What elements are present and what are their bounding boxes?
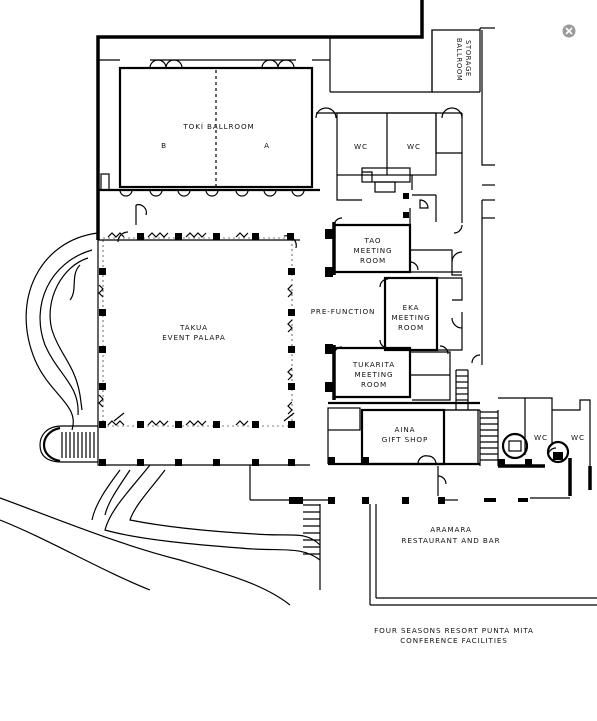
wc-block-east [498, 397, 592, 499]
pool [25, 232, 99, 463]
ballroom [98, 59, 330, 225]
wc-label-1: WC [354, 142, 368, 151]
terrace [249, 465, 597, 606]
garden-paths [0, 464, 321, 606]
wc-block-top [315, 107, 463, 223]
wc-label-2: WC [407, 142, 421, 151]
tao-label-3: ROOM [360, 256, 386, 265]
aramara-label-2: RESTAURANT AND BAR [402, 536, 501, 545]
meeting-rooms [325, 208, 481, 401]
wc-label-3: WC [534, 433, 548, 442]
takua-label-1: TAKUA [179, 323, 208, 332]
tao-label-2: MEETING [353, 246, 392, 255]
caption-line-2: CONFERENCE FACILITIES [400, 636, 508, 645]
caption-line-1: FOUR SEASONS RESORT PUNTA MITA [374, 626, 534, 635]
ballroom-section-a-label: A [264, 141, 270, 150]
pre-function-label: PRE-FUNCTION [311, 307, 376, 316]
tao-label-1: TAO [364, 236, 382, 245]
ballroom-label: TOKÍ BALLROOM [182, 122, 254, 131]
outer-walls [96, 0, 495, 365]
room-labels: TOKÍ BALLROOM B A WC WC BALLROOM STORAGE… [161, 38, 585, 545]
close-button[interactable] [562, 24, 576, 38]
tukarita-label-2: MEETING [354, 370, 393, 379]
eka-label-3: ROOM [398, 323, 424, 332]
aina-label-1: AINA [395, 425, 416, 434]
takua-event-palapa [97, 231, 310, 466]
tukarita-label-1: TUKARITA [352, 360, 395, 369]
gift-shop-area [327, 369, 499, 496]
wc-label-4: WC [571, 433, 585, 442]
aramara-label-1: ARAMARA [430, 525, 472, 534]
aina-label-2: GIFT SHOP [382, 435, 428, 444]
eka-label-1: EKA [403, 303, 420, 312]
eka-label-2: MEETING [391, 313, 430, 322]
tukarita-label-3: ROOM [361, 380, 387, 389]
takua-label-2: EVENT PALAPA [162, 333, 226, 342]
caption: FOUR SEASONS RESORT PUNTA MITA CONFERENC… [374, 626, 534, 645]
ballroom-storage-label: BALLROOM STORAGE [455, 38, 472, 84]
ballroom-section-b-label: B [161, 141, 167, 150]
